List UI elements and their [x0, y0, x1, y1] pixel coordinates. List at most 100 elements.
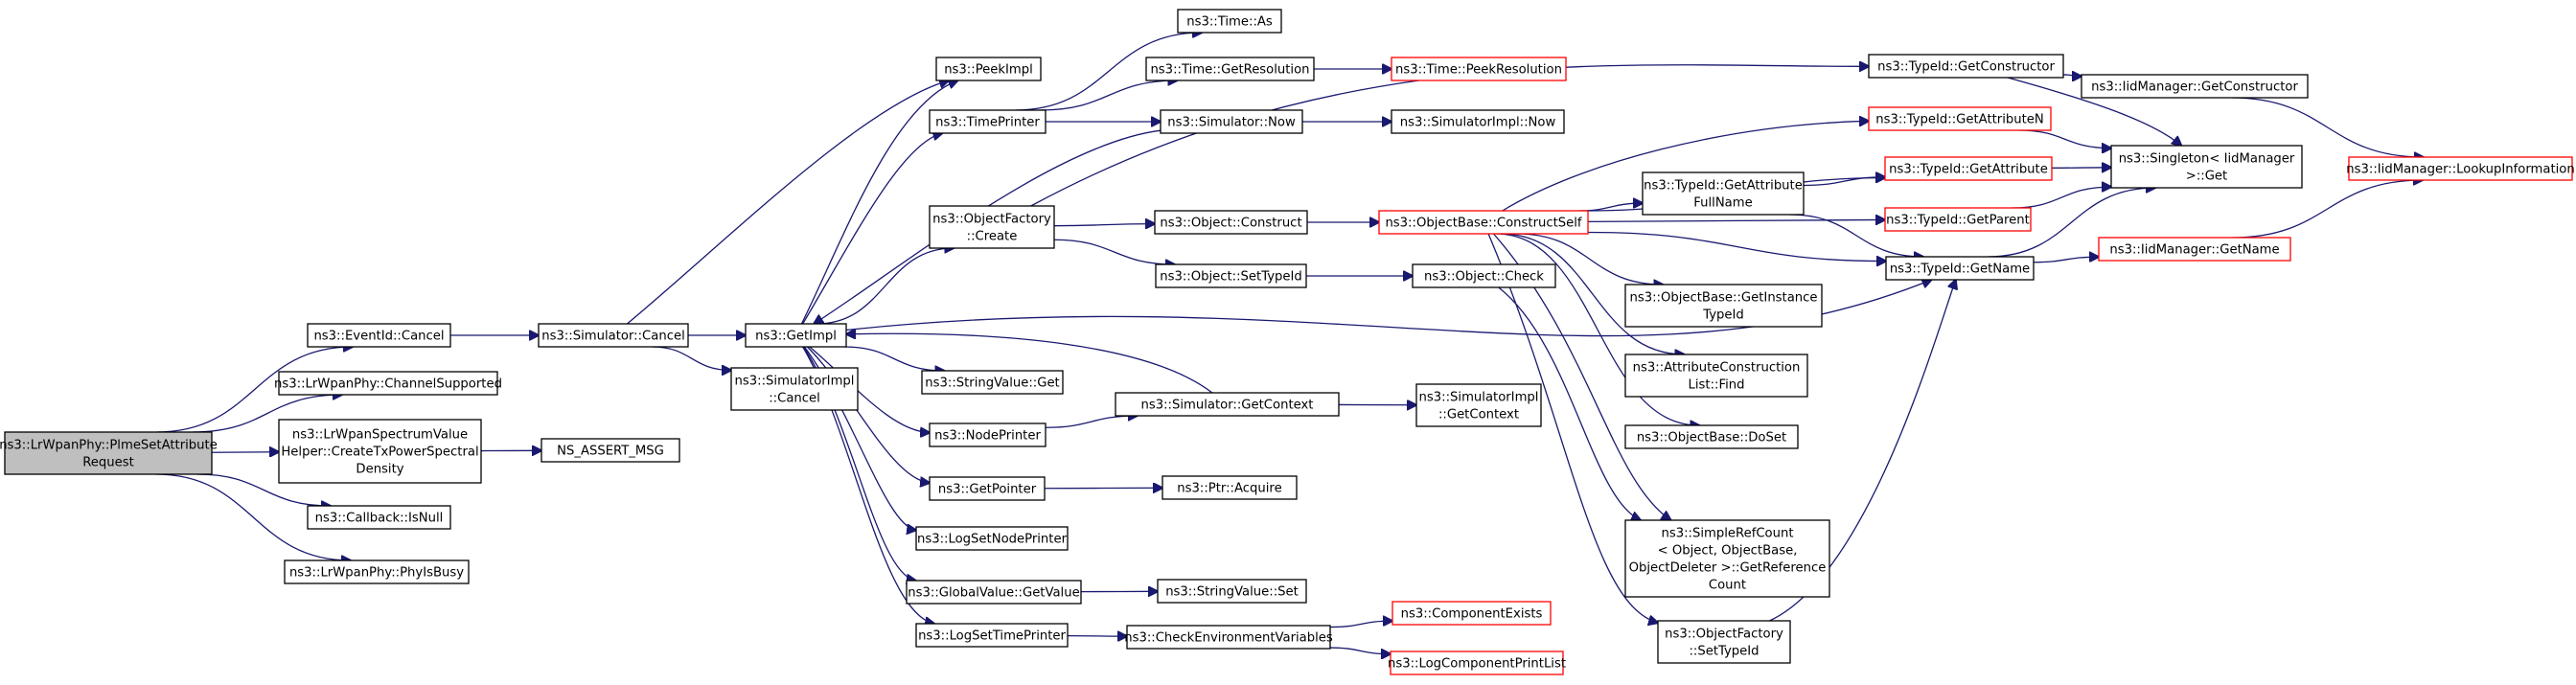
node-object_settypeid[interactable]: ns3::Object::SetTypeId	[1155, 263, 1307, 288]
node-typeid_getattributen[interactable]: ns3::TypeId::GetAttributeN	[1868, 106, 2052, 131]
node-log_set_node_printer[interactable]: ns3::LogSetNodePrinter	[915, 526, 1069, 551]
node-box[interactable]	[1624, 284, 1823, 328]
node-box[interactable]	[1415, 383, 1542, 427]
node-callback_isnull[interactable]: ns3::Callback::IsNull	[307, 505, 451, 530]
node-simulator_cancel[interactable]: ns3::Simulator::Cancel	[538, 323, 689, 348]
node-box[interactable]	[935, 57, 1042, 81]
node-node_printer[interactable]: ns3::NodePrinter	[929, 422, 1046, 447]
node-box[interactable]	[1868, 106, 2052, 131]
node-box[interactable]	[2081, 74, 2309, 99]
node-box[interactable]	[915, 526, 1069, 551]
node-box[interactable]	[1157, 579, 1307, 604]
node-object_construct[interactable]: ns3::Object::Construct	[1154, 210, 1308, 235]
node-ptr_acquire[interactable]: ns3::Ptr::Acquire	[1162, 475, 1298, 500]
node-objfactory_settypeid[interactable]: ns3::ObjectFactory::SetTypeId	[1657, 620, 1791, 664]
node-box[interactable]	[1378, 210, 1589, 235]
node-simimpl_getcontext[interactable]: ns3::SimulatorImpl::GetContext	[1415, 383, 1542, 427]
node-box[interactable]	[1412, 263, 1556, 288]
node-box[interactable]	[278, 419, 482, 484]
node-stringvalue_get[interactable]: ns3::StringValue::Get	[921, 370, 1064, 395]
node-box[interactable]	[1115, 392, 1340, 417]
node-box[interactable]	[1392, 601, 1552, 626]
node-time_printer[interactable]: ns3::TimePrinter	[929, 109, 1046, 134]
node-box[interactable]	[906, 580, 1082, 605]
node-objbase_constructself[interactable]: ns3::ObjectBase::ConstructSelf	[1378, 210, 1589, 235]
node-simimpl_now[interactable]: ns3::SimulatorImpl::Now	[1391, 109, 1565, 134]
node-log_set_time_printer[interactable]: ns3::LogSetTimePrinter	[915, 623, 1069, 648]
node-box[interactable]	[929, 476, 1046, 501]
node-simulator_getcontext[interactable]: ns3::Simulator::GetContext	[1115, 392, 1340, 417]
node-get_impl[interactable]: ns3::GetImpl	[745, 323, 847, 348]
node-typeid_getattribute[interactable]: ns3::TypeId::GetAttribute	[1884, 156, 2053, 181]
node-log_component_print_list[interactable]: ns3::LogComponentPrintList	[1388, 651, 1566, 675]
node-box[interactable]	[730, 367, 859, 411]
node-objfactory_create[interactable]: ns3::ObjectFactory::Create	[929, 205, 1055, 249]
node-box[interactable]	[2098, 237, 2291, 262]
node-object_check[interactable]: ns3::Object::Check	[1412, 263, 1556, 288]
node-box[interactable]	[1884, 207, 2032, 232]
node-box[interactable]	[1390, 651, 1564, 675]
node-iidmanager_lookupinformation[interactable]: ns3::IidManager::LookupInformation	[2346, 156, 2575, 181]
node-eventid_cancel[interactable]: ns3::EventId::Cancel	[307, 323, 451, 348]
node-box[interactable]	[1154, 210, 1308, 235]
node-box[interactable]	[540, 438, 680, 463]
node-singleton_get[interactable]: ns3::Singleton< IidManager >::Get	[2110, 145, 2303, 189]
node-box[interactable]	[538, 323, 689, 348]
node-component_exists[interactable]: ns3::ComponentExists	[1392, 601, 1552, 626]
node-ns_assert_msg[interactable]: NS_ASSERT_MSG	[540, 438, 680, 463]
node-box[interactable]	[1391, 57, 1567, 81]
node-get_pointer[interactable]: ns3::GetPointer	[929, 476, 1046, 501]
node-box[interactable]	[1155, 263, 1307, 288]
node-simplerefcount_getrefcount[interactable]: ns3::SimpleRefCount< Object, ObjectBase,…	[1624, 519, 1830, 598]
node-peek_impl[interactable]: ns3::PeekImpl	[935, 57, 1042, 81]
node-typeid_getconstructor[interactable]: ns3::TypeId::GetConstructor	[1868, 54, 2064, 79]
node-box[interactable]	[1160, 109, 1303, 134]
node-box[interactable]	[278, 371, 498, 396]
node-phy_is_busy[interactable]: ns3::LrWpanPhy::PhyIsBusy	[284, 559, 470, 584]
node-box[interactable]	[929, 422, 1046, 447]
node-box[interactable]	[1145, 57, 1315, 81]
node-iidmanager_getconstructor[interactable]: ns3::IidManager::GetConstructor	[2081, 74, 2309, 99]
node-box[interactable]	[1177, 9, 1282, 34]
node-time_peekresolution[interactable]: ns3::Time::PeekResolution	[1391, 57, 1567, 81]
node-box[interactable]	[1885, 256, 2035, 281]
node-time_getresolution[interactable]: ns3::Time::GetResolution	[1145, 57, 1315, 81]
node-box[interactable]	[1391, 109, 1565, 134]
node-typeid_getname[interactable]: ns3::TypeId::GetName	[1885, 256, 2035, 281]
node-box[interactable]	[307, 323, 451, 348]
node-typeid_getparent[interactable]: ns3::TypeId::GetParent	[1884, 207, 2032, 232]
node-box[interactable]	[921, 370, 1064, 395]
node-box[interactable]	[284, 559, 470, 584]
node-check_env_vars[interactable]: ns3::CheckEnvironmentVariables	[1124, 625, 1333, 650]
node-create_tx_psd[interactable]: ns3::LrWpanSpectrumValueHelper::CreateTx…	[278, 419, 482, 484]
node-box[interactable]	[929, 205, 1055, 249]
node-box[interactable]	[307, 505, 451, 530]
node-simimpl_cancel[interactable]: ns3::SimulatorImpl::Cancel	[730, 367, 859, 411]
node-box[interactable]	[1657, 620, 1791, 664]
node-globalvalue_getvalue[interactable]: ns3::GlobalValue::GetValue	[906, 580, 1082, 605]
node-iidmanager_getname[interactable]: ns3::IidManager::GetName	[2098, 237, 2291, 262]
node-box[interactable]	[1642, 171, 1805, 216]
node-box[interactable]	[1624, 519, 1830, 598]
node-stringvalue_set[interactable]: ns3::StringValue::Set	[1157, 579, 1307, 604]
node-box[interactable]	[2348, 156, 2573, 181]
node-box[interactable]	[1162, 475, 1298, 500]
node-box[interactable]	[1868, 54, 2064, 79]
node-box[interactable]	[1624, 424, 1799, 449]
node-box[interactable]	[4, 431, 213, 475]
node-simulator_now[interactable]: ns3::Simulator::Now	[1160, 109, 1303, 134]
node-box[interactable]	[2110, 145, 2303, 189]
node-time_as[interactable]: ns3::Time::As	[1177, 9, 1282, 34]
node-box[interactable]	[745, 323, 847, 348]
node-objbase_doset[interactable]: ns3::ObjectBase::DoSet	[1624, 424, 1799, 449]
node-box[interactable]	[1884, 156, 2053, 181]
node-box[interactable]	[1126, 625, 1331, 650]
node-channel_supported[interactable]: ns3::LrWpanPhy::ChannelSupported	[274, 371, 502, 396]
node-box[interactable]	[1624, 354, 1808, 398]
node-box[interactable]	[929, 109, 1046, 134]
node-box[interactable]	[915, 623, 1069, 648]
